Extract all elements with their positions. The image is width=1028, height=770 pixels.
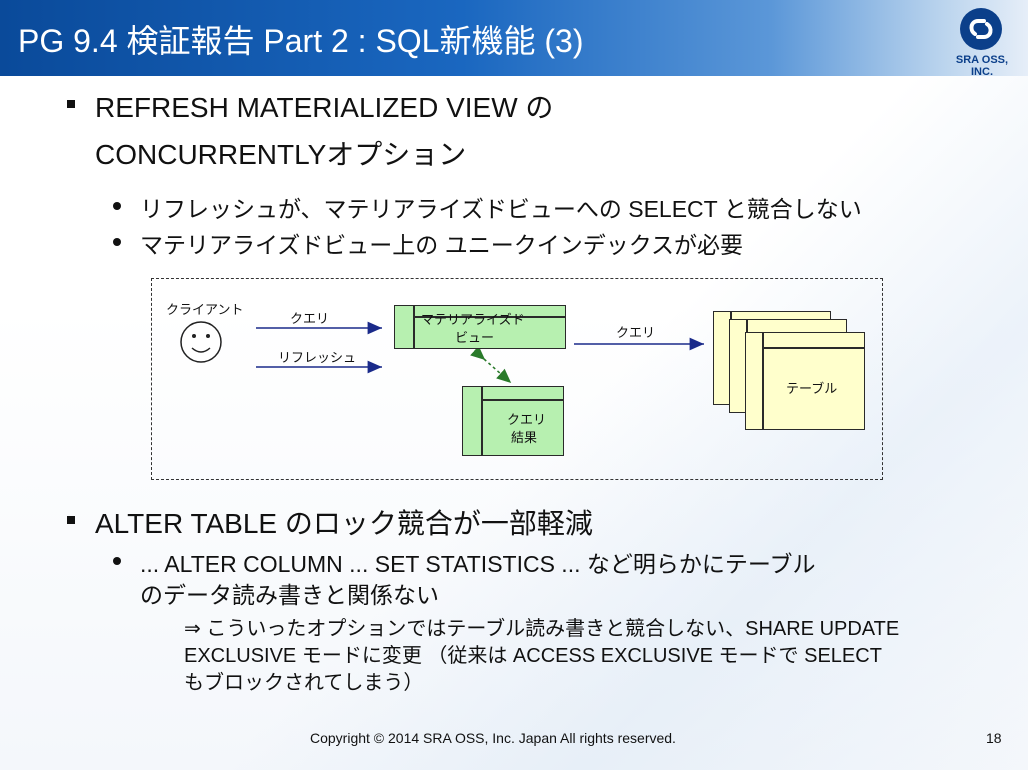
company-logo: SRA OSS, INC.	[944, 8, 1020, 78]
note-line2: EXCLUSIVE モードに変更 （従来は ACCESS EXCLUSIVE モ…	[184, 645, 882, 667]
round-bullet-icon	[113, 238, 121, 246]
bullet1-line2: CONCURRENTLYオプション	[95, 139, 467, 170]
client-label: クライアント	[166, 302, 244, 317]
result-label-1: クエリ	[507, 412, 547, 427]
table-box-front: テーブル	[745, 332, 865, 430]
bullet1-sub1: リフレッシュが、マテリアライズドビューへの SELECT と競合しない	[140, 196, 862, 222]
query-left-label: クエリ	[290, 311, 330, 326]
footer-copyright: Copyright © 2014 SRA OSS, Inc. Japan All…	[310, 730, 676, 746]
square-bullet-icon	[67, 516, 75, 524]
refresh-label: リフレッシュ	[278, 350, 357, 365]
query-right-label: クエリ	[616, 325, 656, 340]
round-bullet-icon	[113, 202, 121, 210]
note-line1: ⇒ こういったオプションではテーブル読み書きと競合しない、SHARE UPDAT…	[184, 618, 900, 640]
round-bullet-icon	[113, 557, 121, 565]
square-bullet-icon	[67, 100, 75, 108]
concurrency-diagram: クライアント クエリ リフレッシュ クエリ マテリアライズド ビュー クエリ 結…	[151, 278, 883, 480]
matview-result-arrow	[470, 345, 512, 384]
query-result-box: クエリ 結果	[462, 386, 564, 456]
matview-box: マテリアライズド ビュー	[394, 305, 566, 349]
page-number: 18	[986, 730, 1002, 746]
logo-mark-icon	[960, 8, 1002, 50]
matview-label-2: ビュー	[455, 330, 495, 345]
slide-title: PG 9.4 検証報告 Part 2 : SQL新機能 (3)	[18, 23, 584, 59]
bullet2-sub-line1: ... ALTER COLUMN ... SET STATISTICS ... …	[140, 551, 816, 577]
title-bar: PG 9.4 検証報告 Part 2 : SQL新機能 (3)	[0, 0, 1028, 76]
note-line3: もブロックされてしまう）	[184, 672, 424, 694]
bullet1-line1: REFRESH MATERIALIZED VIEW の	[95, 92, 554, 123]
bullet2-line1: ALTER TABLE のロック競合が一部軽減	[95, 508, 593, 539]
client-smiley-icon	[180, 321, 222, 363]
bullet1-sub2: マテリアライズドビュー上の ユニークインデックスが必要	[140, 232, 744, 258]
diagram-arrows	[180, 321, 704, 384]
bullet2-sub-line2: のデータ読み書きと関係ない	[140, 582, 439, 608]
table-label: テーブル	[786, 381, 838, 396]
result-label-2: 結果	[511, 430, 538, 445]
logo-text: SRA OSS, INC.	[955, 54, 1009, 78]
matview-label-1: マテリアライズド	[421, 312, 525, 327]
